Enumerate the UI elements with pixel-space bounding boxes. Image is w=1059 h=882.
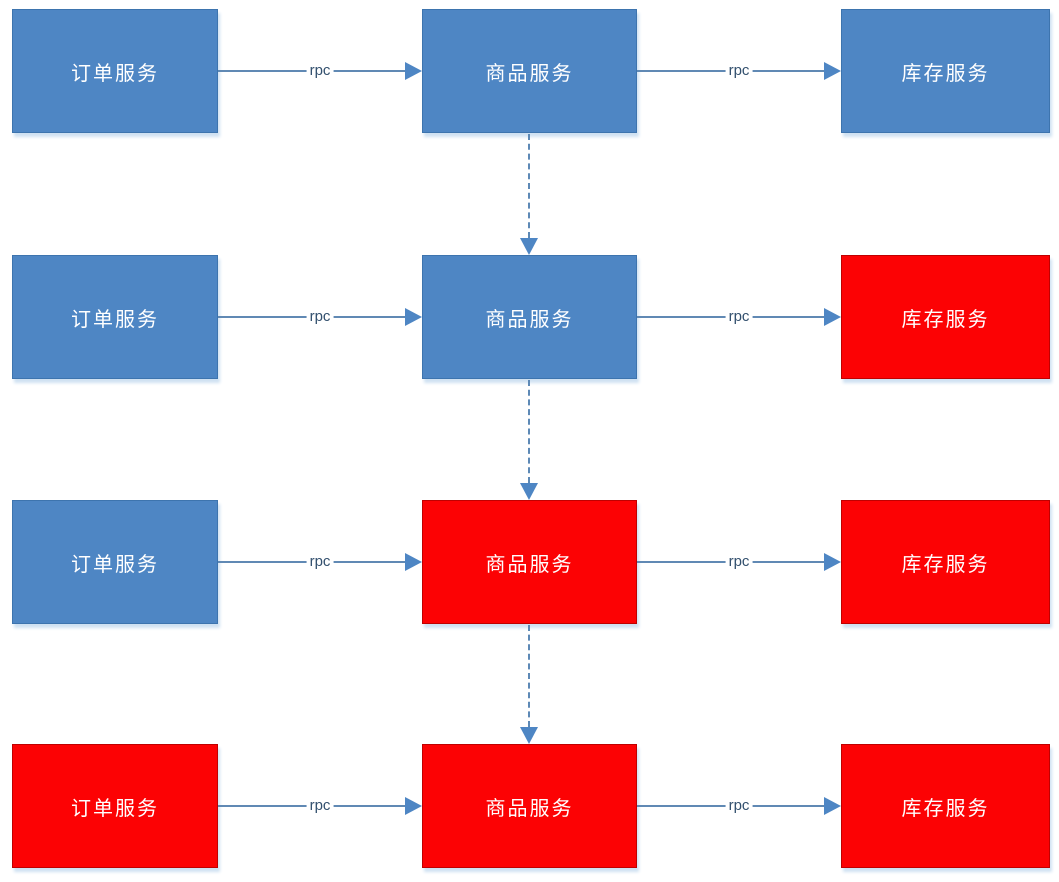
rpc-label: rpc: [306, 307, 334, 326]
arrowhead-down-icon: [520, 483, 538, 500]
cascade-dashed-line: [528, 380, 530, 483]
node-order-service-row1: 订单服务: [12, 9, 218, 133]
cascade-dashed-line: [528, 625, 530, 727]
rpc-label: rpc: [306, 552, 334, 571]
arrowhead-right-icon: [405, 797, 422, 815]
node-product-service-row2: 商品服务: [422, 255, 637, 379]
arrowhead-right-icon: [824, 553, 841, 571]
arrowhead-down-icon: [520, 727, 538, 744]
arrowhead-right-icon: [405, 62, 422, 80]
node-label: 商品服务: [485, 553, 574, 576]
arrowhead-right-icon: [824, 62, 841, 80]
node-order-service-row2: 订单服务: [12, 255, 218, 379]
node-order-service-row3: 订单服务: [12, 500, 218, 624]
node-label: 订单服务: [71, 308, 159, 331]
arrowhead-right-icon: [405, 553, 422, 571]
node-inventory-service-row1: 库存服务: [841, 9, 1050, 133]
node-label: 商品服务: [485, 62, 574, 85]
cascade-dashed-line: [528, 134, 530, 238]
arrowhead-right-icon: [824, 308, 841, 326]
node-label: 订单服务: [71, 797, 159, 820]
node-order-service-row4: 订单服务: [12, 744, 218, 868]
node-product-service-row1: 商品服务: [422, 9, 637, 133]
node-label: 库存服务: [901, 553, 990, 576]
node-inventory-service-row3: 库存服务: [841, 500, 1050, 624]
node-product-service-row4: 商品服务: [422, 744, 637, 868]
node-label: 订单服务: [71, 553, 159, 576]
node-label: 库存服务: [901, 62, 990, 85]
arrowhead-down-icon: [520, 238, 538, 255]
rpc-label: rpc: [725, 552, 753, 571]
rpc-label: rpc: [306, 796, 334, 815]
node-label: 商品服务: [485, 797, 574, 820]
node-inventory-service-row4: 库存服务: [841, 744, 1050, 868]
node-label: 订单服务: [71, 62, 159, 85]
node-inventory-service-row2: 库存服务: [841, 255, 1050, 379]
arrowhead-right-icon: [824, 797, 841, 815]
arrowhead-right-icon: [405, 308, 422, 326]
node-label: 商品服务: [485, 308, 574, 331]
node-product-service-row3: 商品服务: [422, 500, 637, 624]
rpc-label: rpc: [725, 307, 753, 326]
node-label: 库存服务: [901, 797, 990, 820]
node-label: 库存服务: [901, 308, 990, 331]
rpc-label: rpc: [725, 61, 753, 80]
rpc-label: rpc: [725, 796, 753, 815]
rpc-label: rpc: [306, 61, 334, 80]
